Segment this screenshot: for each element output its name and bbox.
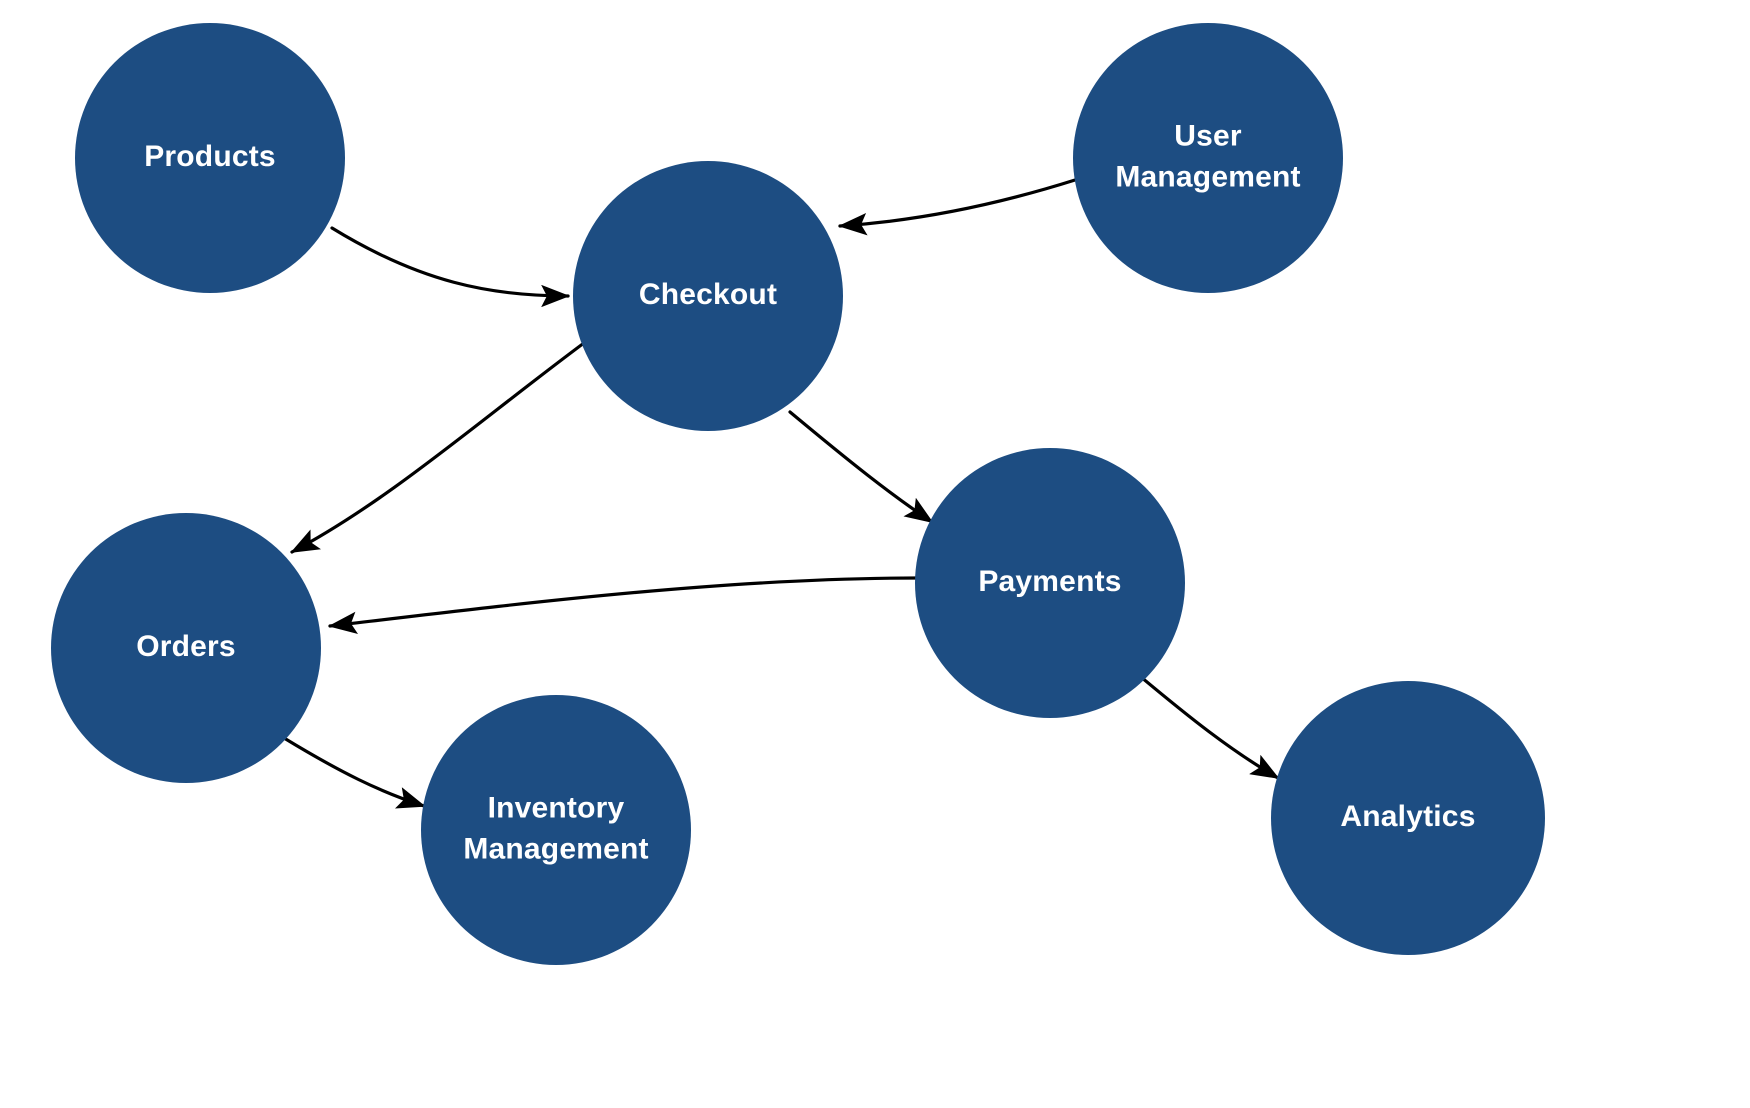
- node-shape-inventory-management[interactable]: [421, 695, 691, 965]
- node-shape-orders[interactable]: [51, 513, 321, 783]
- node-label-checkout: Checkout: [639, 278, 777, 311]
- node-checkout[interactable]: Checkout: [573, 161, 843, 431]
- edge-checkout-to-orders: [290, 338, 590, 554]
- node-label-user-management: User: [1174, 119, 1242, 152]
- edge-payments-to-analytics: [1133, 670, 1280, 780]
- edge-orders-to-inventory-management: [282, 736, 426, 809]
- edge-payments-to-orders: [328, 576, 918, 634]
- node-shape-checkout[interactable]: [573, 161, 843, 431]
- node-label-user-management: Management: [1115, 160, 1300, 193]
- node-label-inventory-management: Inventory: [488, 791, 625, 824]
- node-payments[interactable]: Payments: [915, 448, 1185, 718]
- node-shape-products[interactable]: [75, 23, 345, 293]
- node-label-orders: Orders: [136, 630, 236, 663]
- edge-checkout-to-payments: [788, 410, 934, 524]
- node-label-payments: Payments: [978, 565, 1121, 598]
- edge-products-to-checkout: [330, 226, 570, 308]
- nodes-layer: ProductsUserManagementCheckoutOrdersPaym…: [51, 23, 1545, 965]
- edges-layer: [282, 178, 1280, 809]
- node-shape-user-management[interactable]: [1073, 23, 1343, 293]
- edge-user-management-to-checkout: [838, 178, 1077, 236]
- node-label-analytics: Analytics: [1340, 800, 1475, 833]
- node-label-inventory-management: Management: [463, 832, 648, 865]
- node-shape-payments[interactable]: [915, 448, 1185, 718]
- node-orders[interactable]: Orders: [51, 513, 321, 783]
- node-shape-analytics[interactable]: [1271, 681, 1545, 955]
- node-products[interactable]: Products: [75, 23, 345, 293]
- node-label-products: Products: [144, 140, 276, 173]
- node-analytics[interactable]: Analytics: [1271, 681, 1545, 955]
